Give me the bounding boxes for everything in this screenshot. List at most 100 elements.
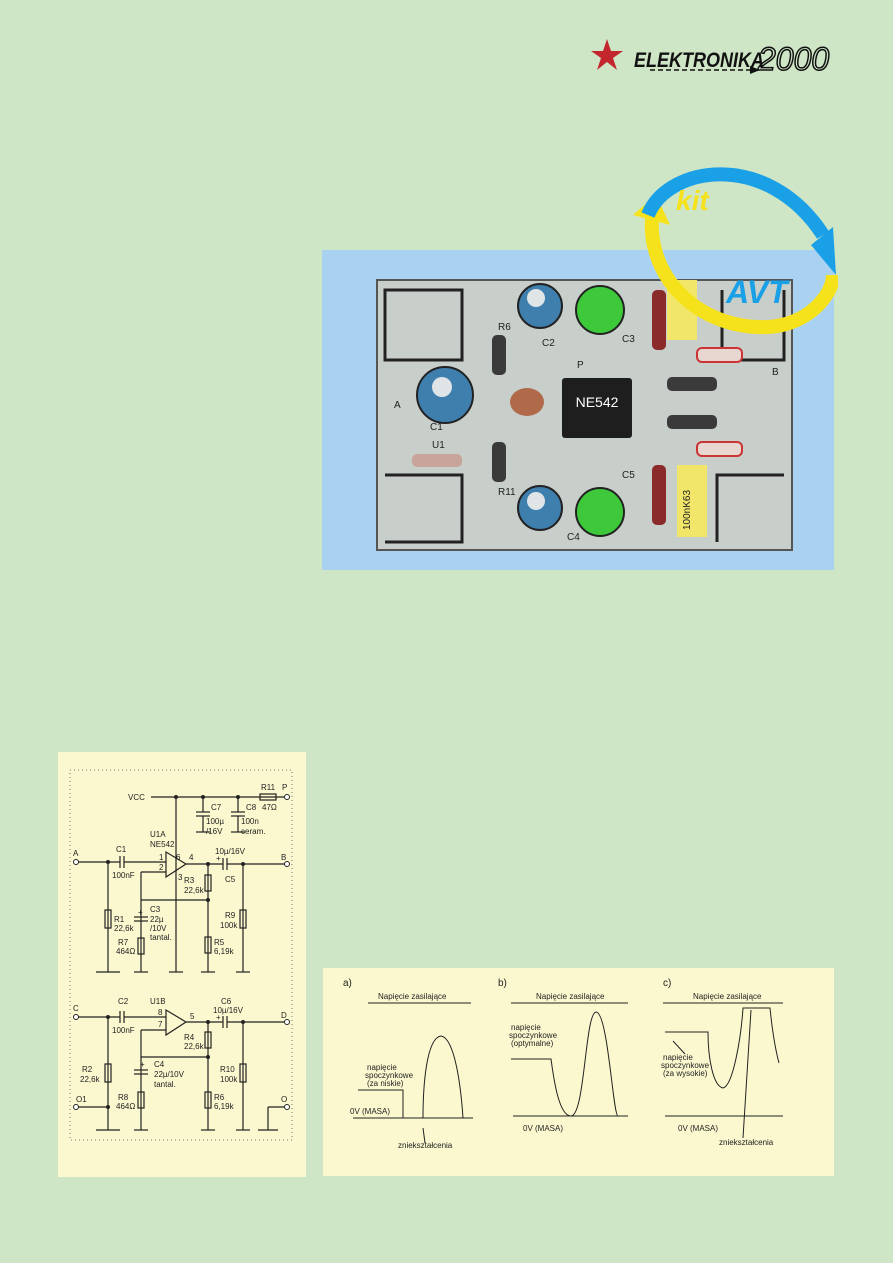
label-r4: R4 [184,1033,195,1042]
svg-text:spoczynkowe: spoczynkowe [365,1071,414,1080]
label-r10: R10 [220,1065,235,1074]
resistor-4 [667,377,717,391]
silkscreen-labels: C1 C2 C3 C4 C5 R6 R11 U1 P A B [394,322,779,543]
label-c: C [73,1004,79,1013]
label-c7-val1: 100µ [206,817,224,826]
label-b: B [281,853,286,862]
capacitor-c5 [575,487,625,537]
waveform-panel: a) Napięcie zasilające napięcie spoczynk… [323,968,834,1176]
schematic-labels: VCC R11 47Ω P C7 100µ /16V C8 100n ceram… [73,783,287,1111]
label-r6: R6 [214,1093,225,1102]
resistor-1 [652,290,666,350]
svg-text:napięcie: napięcie [663,1053,693,1062]
waveform-b [511,1011,628,1117]
svg-text:A: A [394,400,401,411]
ground-c: 0V (MASA) [678,1124,718,1133]
label-u1a: U1A [150,830,166,839]
label-c2-val: 100nF [112,1026,135,1035]
svg-text:(optymalne): (optymalne) [511,1039,554,1048]
svg-text:(za niskie): (za niskie) [367,1079,404,1088]
svg-text:5: 5 [190,1012,195,1021]
resistor-r11 [412,454,462,467]
supply-b: Napięcie zasilające [536,992,605,1001]
waveform-a [358,1035,473,1119]
label-c8-val1: 100n [241,817,259,826]
supply-a: Napięcie zasilające [378,992,447,1001]
amplifier-schematic: VCC R11 47Ω P C7 100µ /16V C8 100n ceram… [69,769,293,1141]
label-c3-val2: /10V [150,924,167,933]
label-r5: R5 [214,938,225,947]
label-c3: C3 [150,905,161,914]
label-r8: R8 [118,1093,129,1102]
tag-b: b) [498,978,507,989]
yellow-capacitor-bottom [677,465,707,537]
label-c4-val1: 22µ/10V [154,1070,185,1079]
label-r8-val: 464Ω [116,1102,135,1111]
svg-text:C4: C4 [567,532,580,543]
label-r7: R7 [118,938,129,947]
elektronika-2000-logo: ELEKTRONIKA 2000 [591,39,830,78]
label-c1: C1 [116,845,127,854]
blue-arc [641,167,829,239]
svg-text:8: 8 [158,1008,163,1017]
label-c7: C7 [211,803,222,812]
svg-text:+: + [216,854,221,863]
svg-text:+: + [216,1013,221,1022]
label-r2-val: 22,6k [80,1075,101,1084]
label-r11: R11 [261,783,276,792]
svg-text:spoczynkowe: spoczynkowe [509,1031,558,1040]
supply-c: Napięcie zasilające [693,992,762,1001]
label-c2: C2 [118,997,129,1006]
distortion-a: zniekształcenia [398,1141,453,1150]
label-c5: C5 [225,875,236,884]
blue-arc-head [811,227,836,275]
label-u1b: U1B [150,997,166,1006]
svg-text:(za wysokie): (za wysokie) [663,1069,708,1078]
label-c3-val3: tantal. [150,933,172,942]
label-u1a-chip: NE542 [150,840,175,849]
avt-label: AVT [725,274,790,310]
svg-text:7: 7 [158,1020,163,1029]
resistor-r6 [492,442,506,482]
svg-text:+: + [138,908,143,917]
svg-text:4: 4 [189,853,194,862]
label-c4: C4 [154,1060,165,1069]
label-r1: R1 [114,915,125,924]
resistor-5 [667,415,717,429]
svg-text:R11: R11 [498,487,516,498]
ground-a: 0V (MASA) [350,1107,390,1116]
label-p: P [282,783,287,792]
star-icon [591,39,623,70]
label-c6: C6 [221,997,232,1006]
ic-label: NE542 [576,394,619,410]
yellow-cap-label: 100nK63 [682,490,693,530]
kit-avt-badge: kit AVT [633,167,838,335]
svg-text:C3: C3 [622,334,635,345]
kit-photo-panel: NE542 100nK63 C1 C2 C3 C4 C5 R6 R11 U1 P… [322,250,834,570]
label-r9: R9 [225,911,236,920]
waveform-c [665,1007,780,1089]
ceramic-capacitor [510,388,544,416]
label-r6-val: 6,19k [214,1102,235,1111]
svg-text:spoczynkowe: spoczynkowe [661,1061,710,1070]
label-a: A [73,849,79,858]
label-r5-val: 6,19k [214,947,235,956]
tag-a: a) [343,978,352,989]
svg-text:P: P [577,360,584,371]
label-r11-val: 47Ω [262,803,277,812]
svg-text:6: 6 [176,853,181,862]
yellow-arc [644,208,838,335]
schematic-panel: VCC R11 47Ω P C7 100µ /16V C8 100n ceram… [58,752,306,1177]
svg-text:C1: C1 [430,422,443,433]
kit-label: kit [676,185,710,216]
svg-text:C5: C5 [622,470,635,481]
label-o: O [281,1095,287,1104]
label-r2: R2 [82,1065,93,1074]
label-r7-val: 464Ω [116,947,135,956]
resistor-6 [696,441,743,457]
label-vcc: VCC [128,793,145,802]
svg-text:2: 2 [159,863,164,872]
label-c8: C8 [246,803,257,812]
logo-arrow-head [750,66,760,74]
svg-text:napięcie: napięcie [367,1063,397,1072]
